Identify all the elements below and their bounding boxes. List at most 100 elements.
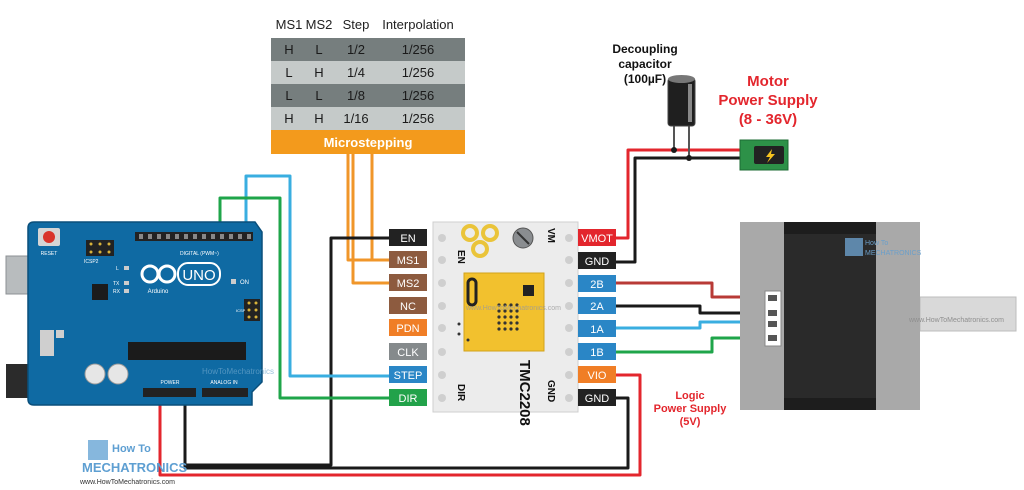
digital-label: DIGITAL (PWM~): [180, 251, 219, 257]
header-step: Step: [343, 17, 370, 32]
table-cell: L: [315, 88, 322, 103]
arduino-uno-board: RESET ICSP2 DIGITAL (PWM~) UNO Arduino: [5, 221, 274, 406]
pin-gnd-logic: [578, 389, 616, 406]
pin-gnd-motor: [578, 252, 616, 269]
icsp-label: ICSP: [236, 308, 246, 313]
pin-en: [389, 229, 427, 246]
pin-step: [389, 366, 427, 383]
pin-2b-label: 2B: [590, 279, 603, 291]
pin-dir: [389, 389, 427, 406]
pin-nc-label: NC: [400, 301, 416, 313]
table-cell: 1/256: [402, 88, 435, 103]
table-cell: 1/256: [402, 65, 435, 80]
wire-dir: [218, 196, 393, 400]
pin-en-label: EN: [400, 233, 415, 245]
table-cell: 1/256: [402, 111, 435, 126]
pin-pdn-label: PDN: [396, 323, 419, 335]
usb-chip: [92, 284, 108, 300]
pin-2a-label: 2A: [590, 301, 604, 313]
analog-header: [202, 388, 248, 397]
pin-vio-label: VIO: [588, 370, 607, 382]
tmc2208-driver: EN VM DIR GND TMC2208 www.HowToMechatron…: [432, 221, 579, 426]
pin-2b: [578, 275, 616, 292]
arduino-watermark: HowToMechatronics: [202, 367, 274, 376]
pin-2a: [578, 297, 616, 314]
logo-url: www.HowToMechatronics.com: [79, 479, 175, 486]
pin-1a-label: 1A: [590, 324, 604, 336]
motor-connector: [764, 290, 782, 347]
arduino-brand: Arduino: [148, 289, 169, 295]
motor-shaft: [919, 296, 1017, 332]
motor-supply-line1: Motor: [747, 73, 789, 90]
board-label-dir: DIR: [455, 384, 466, 402]
wire-vio: [158, 373, 642, 477]
analog-label: ANALOG IN: [210, 380, 238, 386]
uno-label: UNO: [182, 267, 215, 284]
wire-logic-gnd: [183, 390, 630, 470]
header-interpolation: Interpolation: [382, 17, 454, 32]
logic-supply-line3: (5V): [680, 416, 701, 428]
power-header: [143, 388, 196, 397]
pin-1b: [578, 343, 616, 360]
motor-logo-line2: MECHATRONICS: [865, 250, 922, 257]
microstepping-footer: [271, 130, 465, 154]
board-label-en: EN: [455, 250, 466, 264]
driver-name: TMC2208: [516, 360, 533, 426]
table-cell: H: [284, 111, 293, 126]
pin-nc: [389, 297, 427, 314]
table-cell: 1/256: [402, 42, 435, 57]
table-cell: H: [314, 65, 323, 80]
driver-watermark: www.HowToMechatronics.com: [465, 305, 561, 312]
lightning-icon: [766, 149, 775, 163]
board-label-vm: VM: [545, 228, 556, 243]
wire-ms2: [351, 154, 393, 285]
pin-vmot: [578, 229, 616, 246]
capacitor-line1: Decoupling: [612, 42, 677, 56]
table-cell: L: [285, 88, 292, 103]
power-label: POWER: [161, 380, 180, 386]
reset-label: RESET: [41, 251, 58, 257]
arduino-logo: UNO Arduino: [140, 262, 221, 295]
motor-supply-line2: Power Supply: [718, 92, 818, 109]
pin-clk-label: CLK: [397, 347, 419, 359]
wire-motor-gnd: [613, 156, 748, 264]
led-rx-label: RX: [113, 289, 121, 295]
led-tx-label: TX: [113, 281, 120, 287]
pin-ms2: [389, 274, 427, 291]
driver-left-pins: EN MS1 MS2 NC PDN CLK STEP DIR: [389, 229, 427, 406]
decoupling-capacitor: [667, 75, 696, 161]
wire-2b: [613, 281, 765, 299]
table-cell: 1/4: [347, 65, 365, 80]
logo-line2: MECHATRONICS: [82, 460, 188, 475]
microstepping-label: Microstepping: [324, 135, 413, 150]
wires: [158, 126, 765, 477]
logic-supply-line1: Logic: [675, 390, 704, 402]
pin-ms2-label: MS2: [397, 278, 420, 290]
table-cell: 1/2: [347, 42, 365, 57]
logic-supply-caption: Logic Power Supply (5V): [654, 390, 728, 428]
wire-en-ground: [185, 236, 393, 467]
pin-gnd-logic-label: GND: [585, 393, 610, 405]
motor-supply-caption: Motor Power Supply (8 - 36V): [718, 73, 818, 128]
table-cell: L: [285, 65, 292, 80]
pin-vmot-label: VMOT: [581, 233, 613, 245]
howtomechatronics-logo: How To MECHATRONICS www.HowToMechatronic…: [79, 440, 188, 486]
board-label-gnd: GND: [545, 380, 556, 402]
stepper-motor: How To MECHATRONICS www.HowToMechatronic…: [740, 222, 1017, 410]
header-ms1: MS1: [276, 17, 303, 32]
microstepping-table: MS1 MS2 Step Interpolation H L 1/2 1/256…: [271, 10, 465, 154]
pin-ms1-label: MS1: [397, 255, 420, 267]
capacitor-line2: capacitor: [618, 57, 672, 71]
driver-right-pins: VMOT GND 2B 2A 1A 1B VIO GND: [578, 229, 616, 406]
pin-vio: [578, 366, 616, 383]
led-l-label: L: [116, 266, 119, 272]
atmega-chip: [128, 342, 246, 360]
table-cell: H: [284, 42, 293, 57]
logic-supply-line2: Power Supply: [654, 403, 728, 415]
table-cell: 1/8: [347, 88, 365, 103]
header-ms2: MS2: [306, 17, 333, 32]
capacitor-line3: (100µF): [624, 72, 666, 86]
pin-ms1: [389, 251, 427, 268]
motor-logo: How To MECHATRONICS: [845, 238, 922, 257]
